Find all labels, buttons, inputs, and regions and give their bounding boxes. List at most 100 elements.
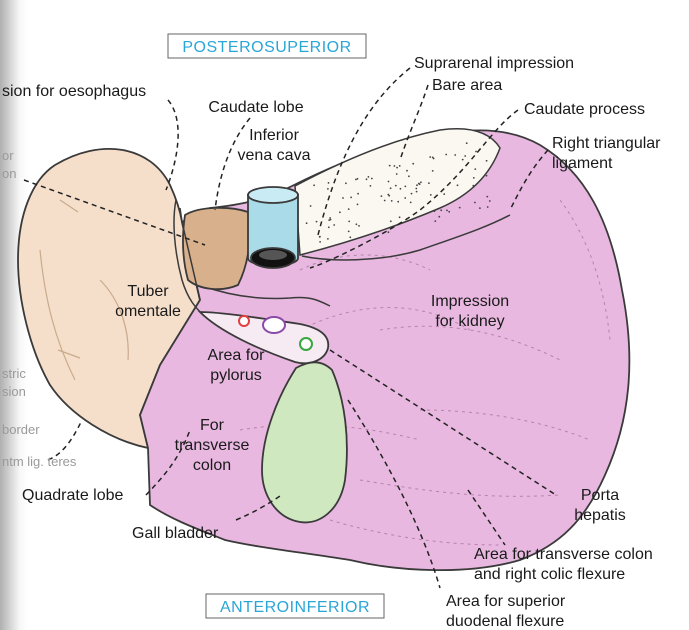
- stipple-dot: [398, 216, 401, 219]
- gall-bladder-label: Gall bladder: [132, 525, 219, 542]
- hatch-mark: [59, 199, 79, 213]
- caudate-lobe-label: Caudate lobe: [208, 99, 303, 116]
- stipple-dot: [428, 182, 430, 185]
- stipple-dot: [387, 180, 390, 183]
- porta-hepatis-label-1: Porta: [581, 487, 619, 504]
- stipple-dot: [409, 201, 412, 204]
- stipple-dot: [417, 182, 420, 185]
- kidney-label-1: Impression: [431, 293, 509, 310]
- stipple-dot: [446, 209, 448, 212]
- stipple-dot: [349, 236, 352, 239]
- hatch-mark: [239, 424, 421, 441]
- stipple-dot: [486, 206, 489, 208]
- suprarenal-label: Suprarenal impression: [414, 55, 574, 72]
- posterosuperior-box: [167, 33, 367, 59]
- leader-caudate-process: [309, 109, 519, 269]
- porta-hepatis-shape: [197, 311, 330, 365]
- stipple-dot: [404, 197, 407, 199]
- portal-vein-shape: [262, 316, 286, 334]
- bare-area-stipple: [305, 142, 491, 243]
- stipple-dot: [370, 177, 373, 180]
- stipple-dot: [474, 168, 477, 171]
- stipple-dot: [408, 175, 410, 178]
- stipple-dot: [389, 187, 392, 190]
- stipple-dot: [357, 192, 359, 195]
- stipple-dot: [329, 218, 332, 221]
- transverse-label-1: For: [200, 417, 225, 434]
- stipple-dot: [464, 155, 467, 157]
- ivc-label-1: Inferior: [249, 127, 299, 144]
- stipple-dot: [355, 178, 357, 181]
- leader-duodenal: [347, 399, 441, 589]
- hatch-mark: [39, 249, 76, 381]
- stipple-dot: [472, 177, 475, 179]
- quadrate-lobe-label: Quadrate lobe: [22, 487, 124, 504]
- cut-label-gastric-1: stric: [2, 366, 26, 381]
- stipple-dot: [329, 217, 331, 219]
- stipple-dot: [327, 188, 329, 190]
- stipple-dot: [347, 230, 350, 233]
- stipple-dot: [356, 203, 359, 206]
- hatch-mark: [379, 325, 561, 361]
- leader-colic: [467, 489, 506, 546]
- stipple-dot: [410, 192, 413, 195]
- colic-label-1: Area for transverse colon: [474, 546, 653, 563]
- ivc-label-2: vena cava: [238, 147, 311, 164]
- caudate-lobe-shape: [182, 206, 251, 291]
- stipple-dot: [429, 156, 432, 158]
- stipple-dot: [350, 196, 352, 199]
- stipple-dot: [488, 200, 491, 202]
- stipple-dot: [367, 176, 370, 178]
- oesophagus-label: sion for oesophagus: [2, 83, 146, 100]
- stipple-dot: [396, 166, 398, 169]
- stipple-dot: [474, 201, 476, 204]
- hatch-mark: [359, 479, 561, 497]
- leader-cut-ligament: [47, 419, 83, 461]
- stipple-dot: [390, 200, 393, 202]
- stipple-dot: [445, 153, 448, 156]
- stipple-dot: [313, 184, 315, 187]
- bile-duct-shape: [299, 337, 313, 351]
- anteroinferior-box: [205, 593, 385, 619]
- anteroinferior-label: ANTEROINFERIOR: [220, 599, 370, 616]
- stipple-dot: [485, 159, 488, 162]
- fissure-line: [179, 207, 201, 301]
- stipple-dot: [365, 178, 368, 181]
- stipple-dot: [358, 225, 360, 227]
- porta-hepatis-label-2: hepatis: [574, 507, 626, 524]
- stipple-dot: [431, 170, 434, 172]
- stipple-dot: [393, 165, 396, 167]
- stipple-dot: [465, 142, 468, 145]
- stipple-dot: [485, 174, 488, 177]
- leader-bare-area: [399, 84, 429, 161]
- transverse-label-3: colon: [193, 457, 231, 474]
- stipple-dot: [395, 173, 398, 175]
- transverse-label-2: transverse: [175, 437, 250, 454]
- stipple-dot: [454, 154, 457, 156]
- left-lobe-shape: [17, 147, 201, 450]
- stipple-dot: [433, 210, 436, 213]
- stipple-dot: [438, 215, 441, 218]
- leader-caudate-lobe: [214, 117, 251, 211]
- stipple-dot: [327, 238, 329, 240]
- hatch-mark: [299, 307, 471, 331]
- stipple-dot: [327, 226, 330, 229]
- leader-suprarenal: [317, 67, 411, 236]
- right-triangular-label-1: Right triangular: [552, 135, 661, 152]
- stipple-dot: [415, 187, 418, 190]
- stipple-dot: [327, 182, 330, 184]
- stipple-dot: [345, 182, 347, 185]
- stipple-dot: [355, 223, 358, 226]
- stipple-dot: [348, 220, 351, 223]
- tuber-label-2: omentale: [115, 303, 181, 320]
- right-triangular-label-2: ligament: [552, 155, 613, 172]
- stipple-dot: [434, 220, 437, 223]
- stipple-dot: [347, 208, 350, 211]
- stipple-dot: [399, 187, 402, 190]
- stipple-dot: [339, 211, 341, 214]
- leader-oesophagus: [165, 99, 179, 191]
- stipple-dot: [342, 197, 344, 199]
- stipple-dot: [406, 169, 408, 172]
